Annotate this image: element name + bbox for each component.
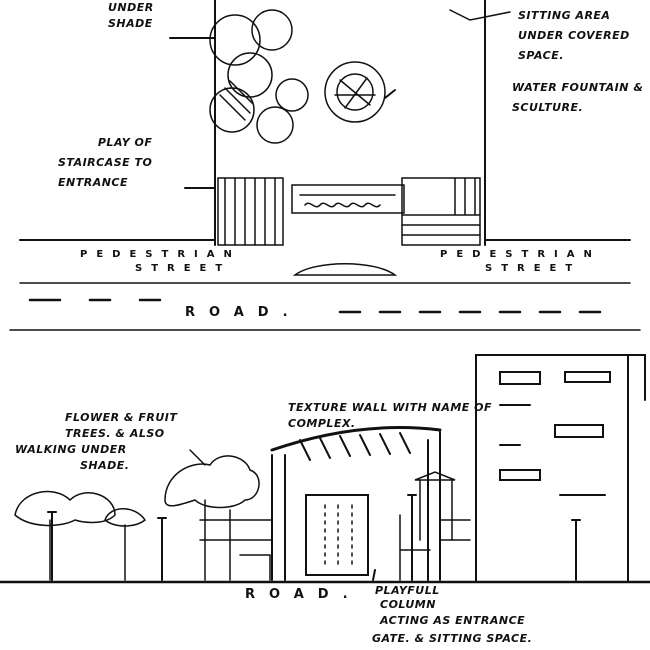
- column-leader: [372, 569, 376, 581]
- trees-leader: [189, 449, 206, 466]
- label-staircase: PLAY OF STAIRCASE TO ENTRANCE: [58, 133, 152, 193]
- label-texture-wall: TEXTURE WALL WITH NAME OF COMPLEX.: [288, 400, 492, 432]
- label-line: WALKING UNDER: [15, 443, 127, 456]
- label-line: FLOWER & FRUIT: [65, 411, 178, 424]
- label-line: COLUMN: [380, 598, 436, 611]
- label-road-elevation: ROAD.: [245, 587, 362, 602]
- building-block: [475, 354, 646, 583]
- central-seating: [291, 184, 405, 214]
- side-seating: [199, 471, 471, 581]
- label-line: ENTRANCE: [58, 176, 128, 189]
- lamp-posts: [47, 494, 581, 581]
- label-line: ACTING AS ENTRANCE: [380, 614, 526, 627]
- site-plan: [9, 0, 641, 331]
- label-line: COMPLEX.: [288, 417, 356, 430]
- label-trees: FLOWER & FRUIT TREES. & ALSO WALKING UNDER…: [15, 410, 178, 474]
- sitting-area-leader: [449, 9, 511, 21]
- label-line: TREES. & ALSO: [65, 427, 165, 440]
- label-line: SPACE.: [518, 49, 564, 62]
- road-centerline: [28, 298, 602, 314]
- label-line: PLAY OF: [97, 136, 153, 149]
- label-line: PEDESTRIAN: [440, 249, 601, 260]
- plaza-boundary: [214, 0, 486, 246]
- label-line: UNDER: [108, 1, 154, 14]
- trees-elevation: [14, 449, 260, 581]
- label-line: STREET: [485, 263, 582, 274]
- label-line: GATE. & SITTING SPACE.: [372, 632, 533, 645]
- label-line: SHADE.: [80, 459, 130, 472]
- staircase-left: [217, 177, 284, 246]
- street-lines: [19, 239, 631, 284]
- label-pedestrian-street-right: PEDESTRIAN STREET: [440, 248, 601, 276]
- staircase-right: [401, 177, 481, 246]
- street-elevation: [0, 354, 650, 584]
- label-line: UNDER COVERED: [518, 29, 630, 42]
- label-line: STAIRCASE TO: [58, 156, 153, 169]
- label-line: PEDESTRIAN: [80, 249, 241, 260]
- label-line: TEXTURE WALL WITH NAME OF: [288, 401, 492, 414]
- label-line: STREET: [135, 263, 232, 274]
- label-line: SCULTURE.: [512, 101, 584, 114]
- label-pedestrian-street-left: PEDESTRIAN STREET: [80, 248, 241, 276]
- label-line: SITTING AREA: [518, 9, 611, 22]
- trees-plan: [209, 9, 309, 144]
- fountain-leader: [384, 89, 396, 99]
- label-under-shade: UNDER SHADE: [108, 0, 154, 32]
- water-fountain: [324, 61, 386, 123]
- label-road-plan: ROAD.: [185, 305, 302, 320]
- label-line: WATER FOUNTAIN &: [512, 81, 644, 94]
- entrance-gate: [270, 426, 442, 581]
- label-line: PLAYFULL: [375, 584, 440, 597]
- label-water-fountain: WATER FOUNTAIN & SCULTURE.: [512, 78, 643, 118]
- label-line: SHADE: [108, 17, 153, 30]
- label-sitting-area: SITTING AREA UNDER COVERED SPACE.: [518, 6, 630, 66]
